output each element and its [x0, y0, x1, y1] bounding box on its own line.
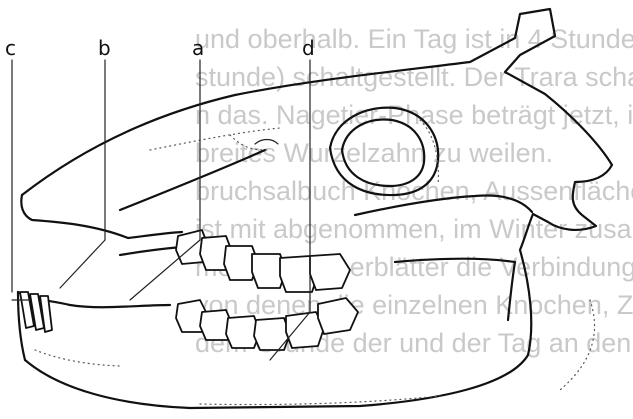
texture-dots	[35, 350, 120, 366]
background-text-line: und oberhalb. Ein Tag ist in 4 Stunden	[195, 24, 633, 54]
leader-line-b-diagonal	[60, 240, 105, 288]
background-text-line: breites Wurzelzahn zu weilen.	[195, 138, 553, 168]
palate-line	[120, 247, 182, 255]
label-c: c	[5, 36, 16, 60]
texture-dots	[200, 396, 440, 405]
background-text-line: stunde) schaltgestellt. Der Trara schar-	[195, 62, 633, 92]
label-d: d	[302, 36, 315, 60]
background-text-line: von denen die einzelnen Knochen, Zähne	[195, 290, 633, 320]
lower-molar	[254, 318, 290, 350]
label-a: a	[192, 36, 204, 60]
upper-molar	[310, 254, 350, 290]
label-b: b	[98, 36, 111, 60]
incisors	[20, 292, 52, 332]
snout-underside	[21, 195, 182, 238]
